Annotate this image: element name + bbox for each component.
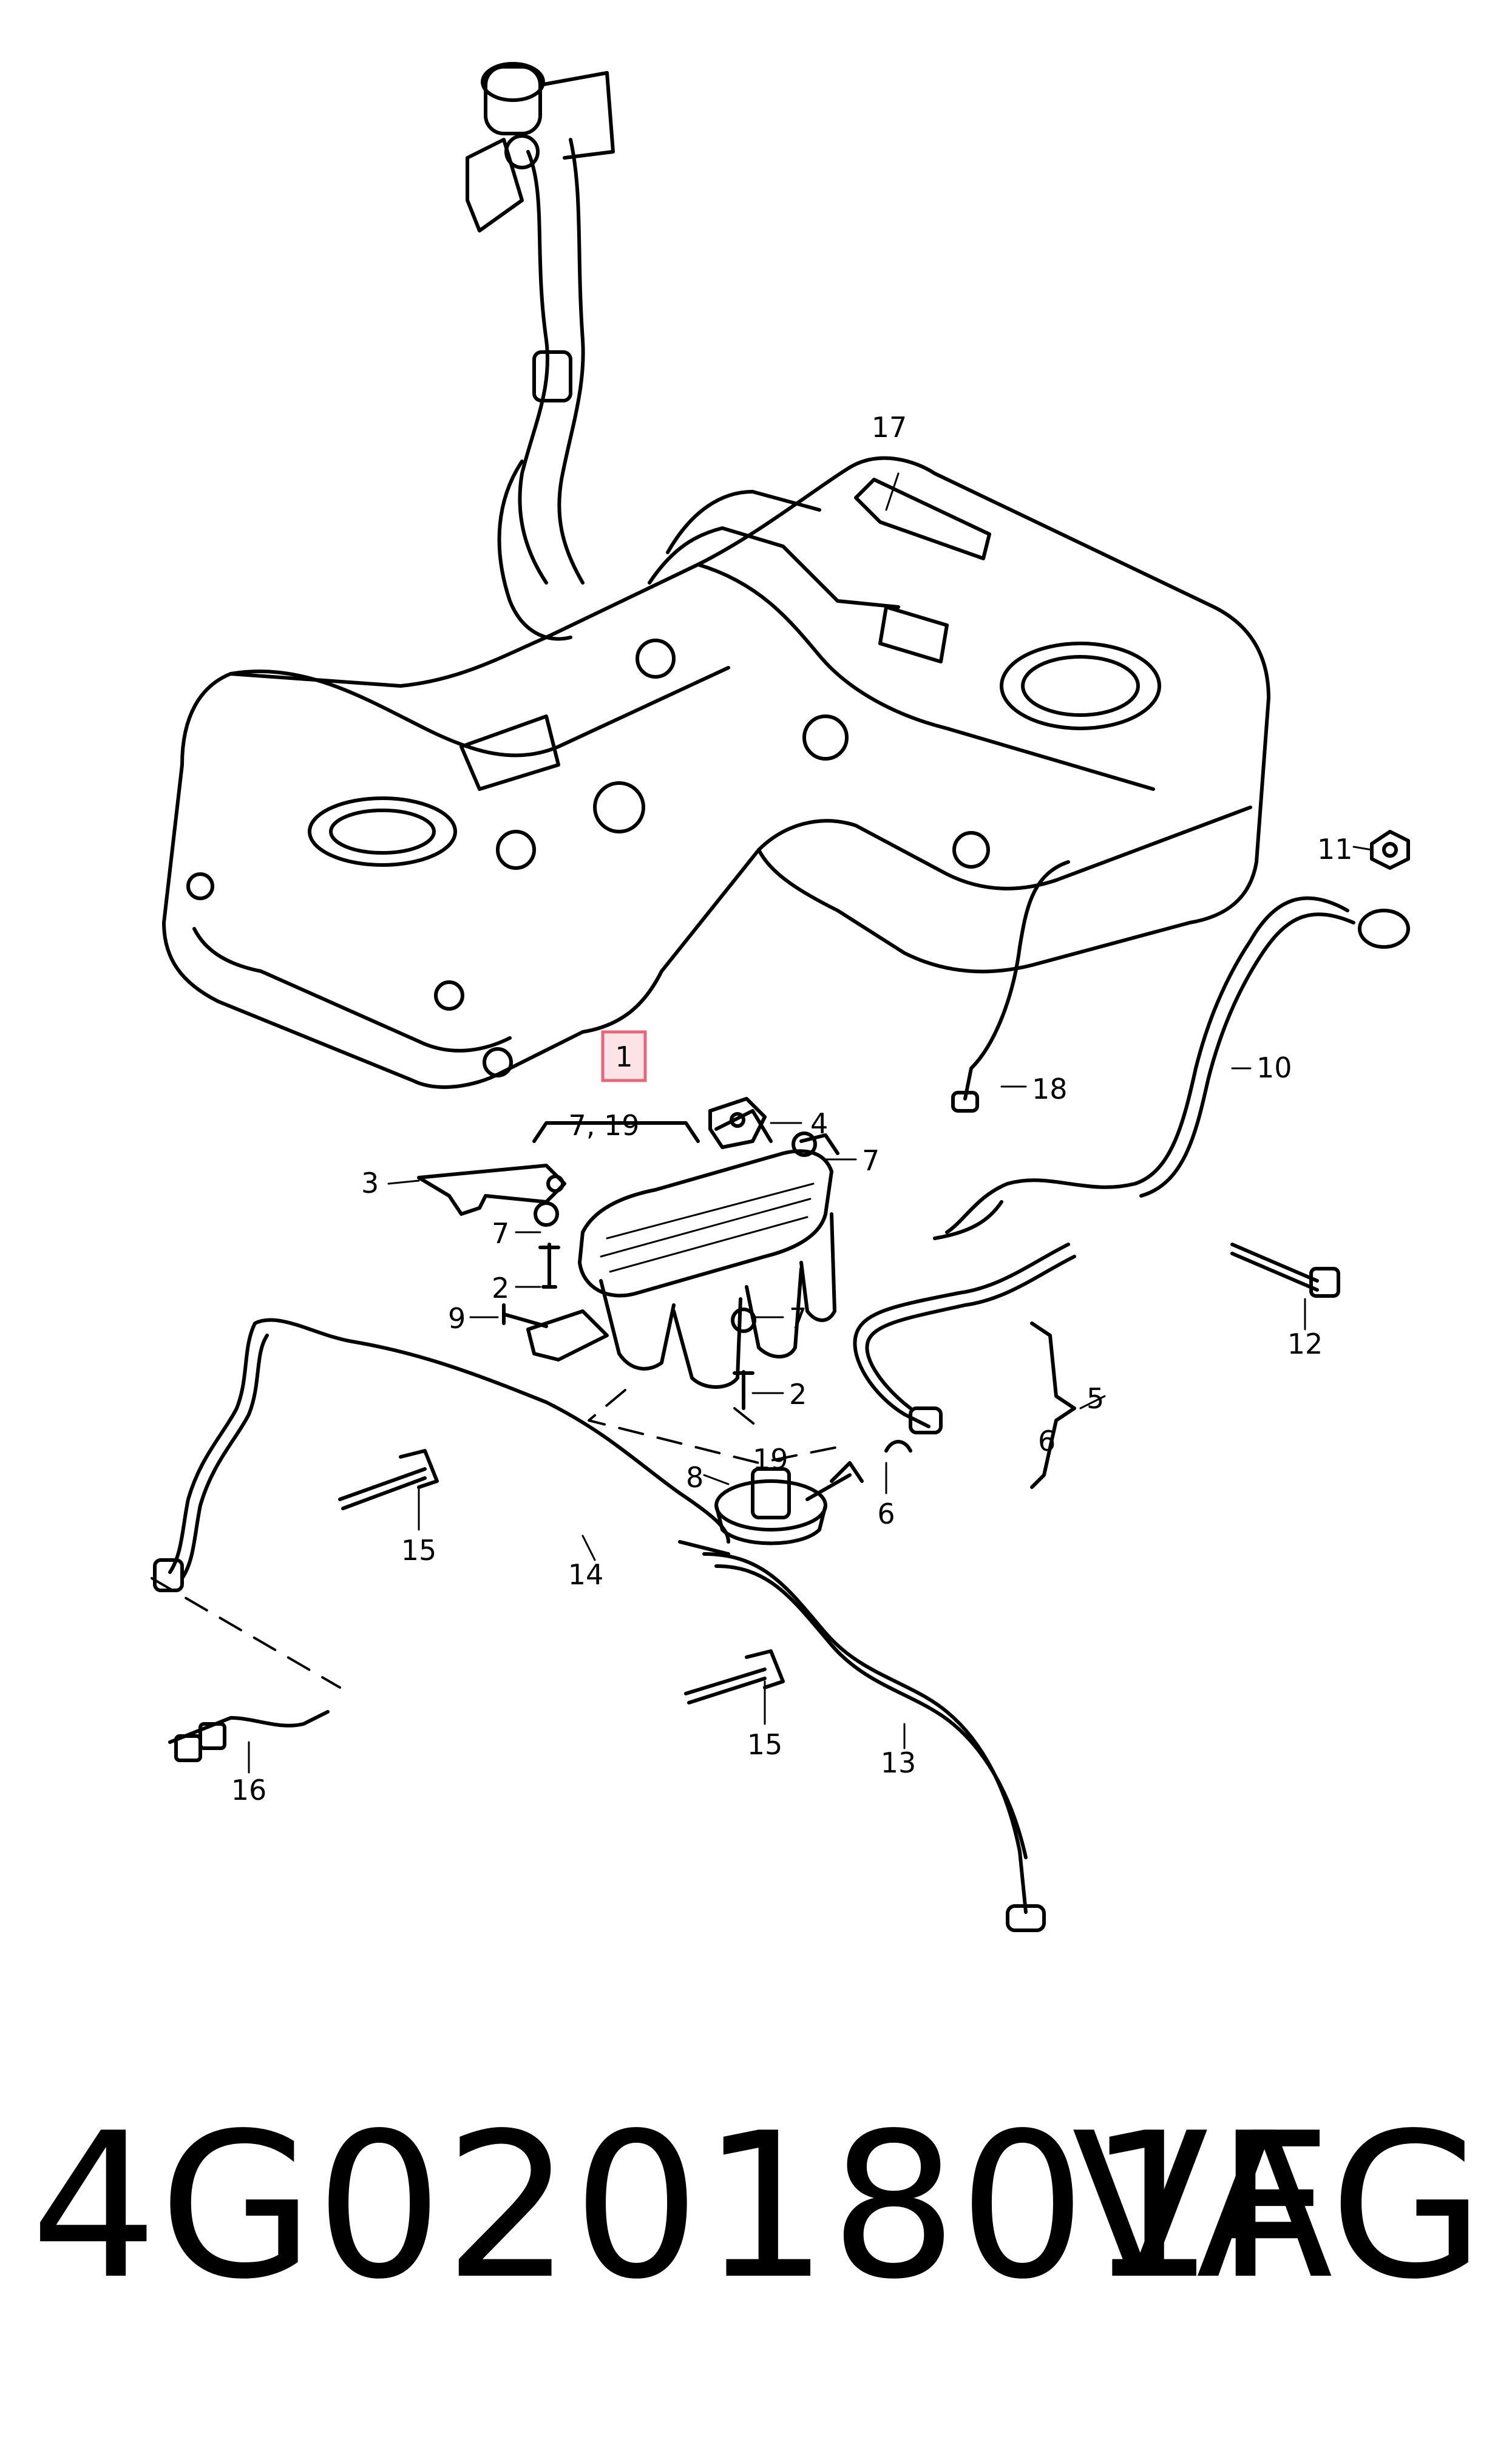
pipe-14 bbox=[168, 1318, 730, 1574]
strap-12 bbox=[1230, 1243, 1340, 1298]
callout-2-upper[interactable]: 2 bbox=[492, 1272, 509, 1304]
callout-3[interactable]: 3 bbox=[361, 1167, 379, 1199]
screw-2-lower bbox=[733, 1370, 754, 1410]
brand-name: VAG bbox=[1071, 2090, 1485, 2323]
screw-9 bbox=[502, 1303, 548, 1328]
bracket-3 bbox=[417, 1164, 566, 1216]
screw-2-upper bbox=[538, 1243, 560, 1289]
part-number: 4G0201801F bbox=[30, 2090, 1333, 2323]
callout-10[interactable]: 10 bbox=[1256, 1051, 1292, 1084]
connector-16 bbox=[168, 1710, 330, 1762]
callout-15-lower[interactable]: 15 bbox=[747, 1728, 783, 1761]
callout-17[interactable]: 17 bbox=[872, 411, 907, 444]
clip-15-lower bbox=[684, 1649, 785, 1705]
callout-12[interactable]: 12 bbox=[1287, 1328, 1323, 1360]
exploded-parts-diagram: 1 7, 19 17 18 10 11 12 4 7 3 7 2 9 7 2 5… bbox=[151, 62, 1410, 1932]
callout-5[interactable]: 5 bbox=[1087, 1382, 1104, 1415]
callout-2-lower[interactable]: 2 bbox=[789, 1378, 807, 1411]
callout-1-highlight bbox=[601, 1030, 647, 1082]
bracket-4 bbox=[708, 1097, 767, 1149]
callout-8[interactable]: 8 bbox=[686, 1461, 703, 1494]
callout-9[interactable]: 9 bbox=[448, 1302, 466, 1335]
hose-5 bbox=[853, 1243, 1070, 1428]
callout-7-right-bottom[interactable]: 7 bbox=[789, 1302, 807, 1335]
carbon-canister bbox=[578, 1109, 839, 1389]
callout-11[interactable]: 11 bbox=[1317, 833, 1353, 866]
callout-6-lower[interactable]: 6 bbox=[877, 1498, 895, 1530]
callout-4[interactable]: 4 bbox=[810, 1107, 828, 1140]
nut-11 bbox=[1370, 830, 1410, 870]
callout-1[interactable]: 1 bbox=[615, 1040, 632, 1073]
callout-7-19[interactable]: 7, 19 bbox=[568, 1109, 639, 1142]
vent-pipe-18 bbox=[963, 860, 1070, 1101]
callout-7-left[interactable]: 7 bbox=[492, 1217, 509, 1250]
fuel-tank bbox=[162, 456, 1270, 1089]
filler-neck bbox=[466, 62, 615, 641]
callout-7-right-top[interactable]: 7 bbox=[862, 1144, 880, 1177]
clip-15-upper bbox=[338, 1449, 439, 1510]
callout-14[interactable]: 14 bbox=[568, 1558, 604, 1591]
callout-16[interactable]: 16 bbox=[231, 1774, 267, 1806]
callout-18[interactable]: 18 bbox=[1032, 1073, 1068, 1105]
callout-15-upper[interactable]: 15 bbox=[401, 1534, 437, 1567]
hose-10 bbox=[945, 896, 1349, 1234]
callout-13[interactable]: 13 bbox=[881, 1746, 917, 1779]
callout-6-right[interactable]: 6 bbox=[1038, 1425, 1056, 1457]
valve-8 bbox=[714, 1461, 864, 1545]
callout-19[interactable]: 19 bbox=[753, 1443, 788, 1476]
